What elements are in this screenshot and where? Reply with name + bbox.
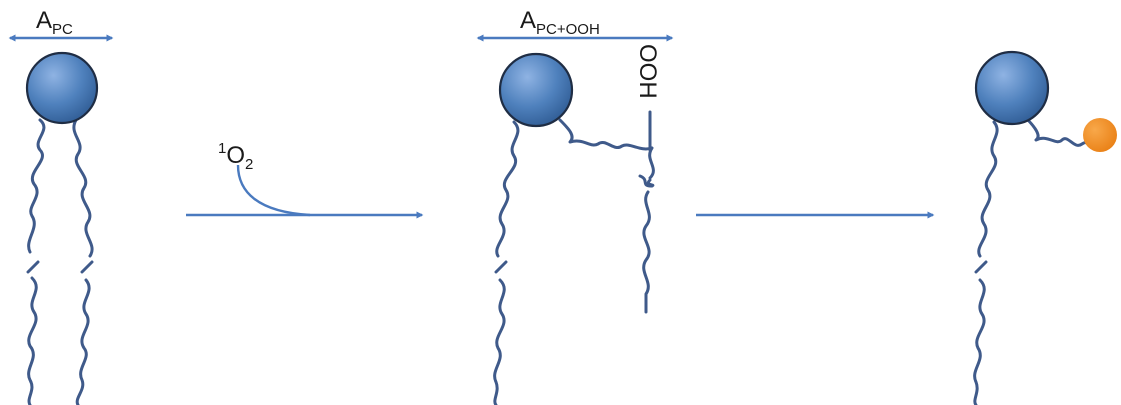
oxidized-acyl-chain <box>558 118 655 180</box>
acyl-chain-left <box>26 118 46 405</box>
oxidized-acyl-chain-lower <box>638 174 655 314</box>
a-pc-ooh-label: APC+OOH <box>520 7 600 38</box>
a-pc-label: APC <box>36 7 73 38</box>
reaction-arrow-1: 1O2 <box>186 140 424 219</box>
acyl-chain-left <box>493 120 520 405</box>
phospholipid-truncated <box>973 50 1117 405</box>
ooh-label: OOH <box>634 44 661 99</box>
singlet-oxygen-label: 1O2 <box>218 140 253 173</box>
headgroup <box>498 52 574 128</box>
headgroup <box>25 51 99 125</box>
aldehyde-group <box>1083 118 1117 152</box>
phospholipid-hydroperoxide: APC+OOH OOH <box>476 7 674 405</box>
phospholipid-intact: APC <box>8 7 114 405</box>
headgroup <box>974 50 1050 126</box>
oxygen-input-curve <box>236 164 311 217</box>
acyl-chain-left <box>973 120 999 405</box>
acyl-chain-right <box>72 118 94 405</box>
